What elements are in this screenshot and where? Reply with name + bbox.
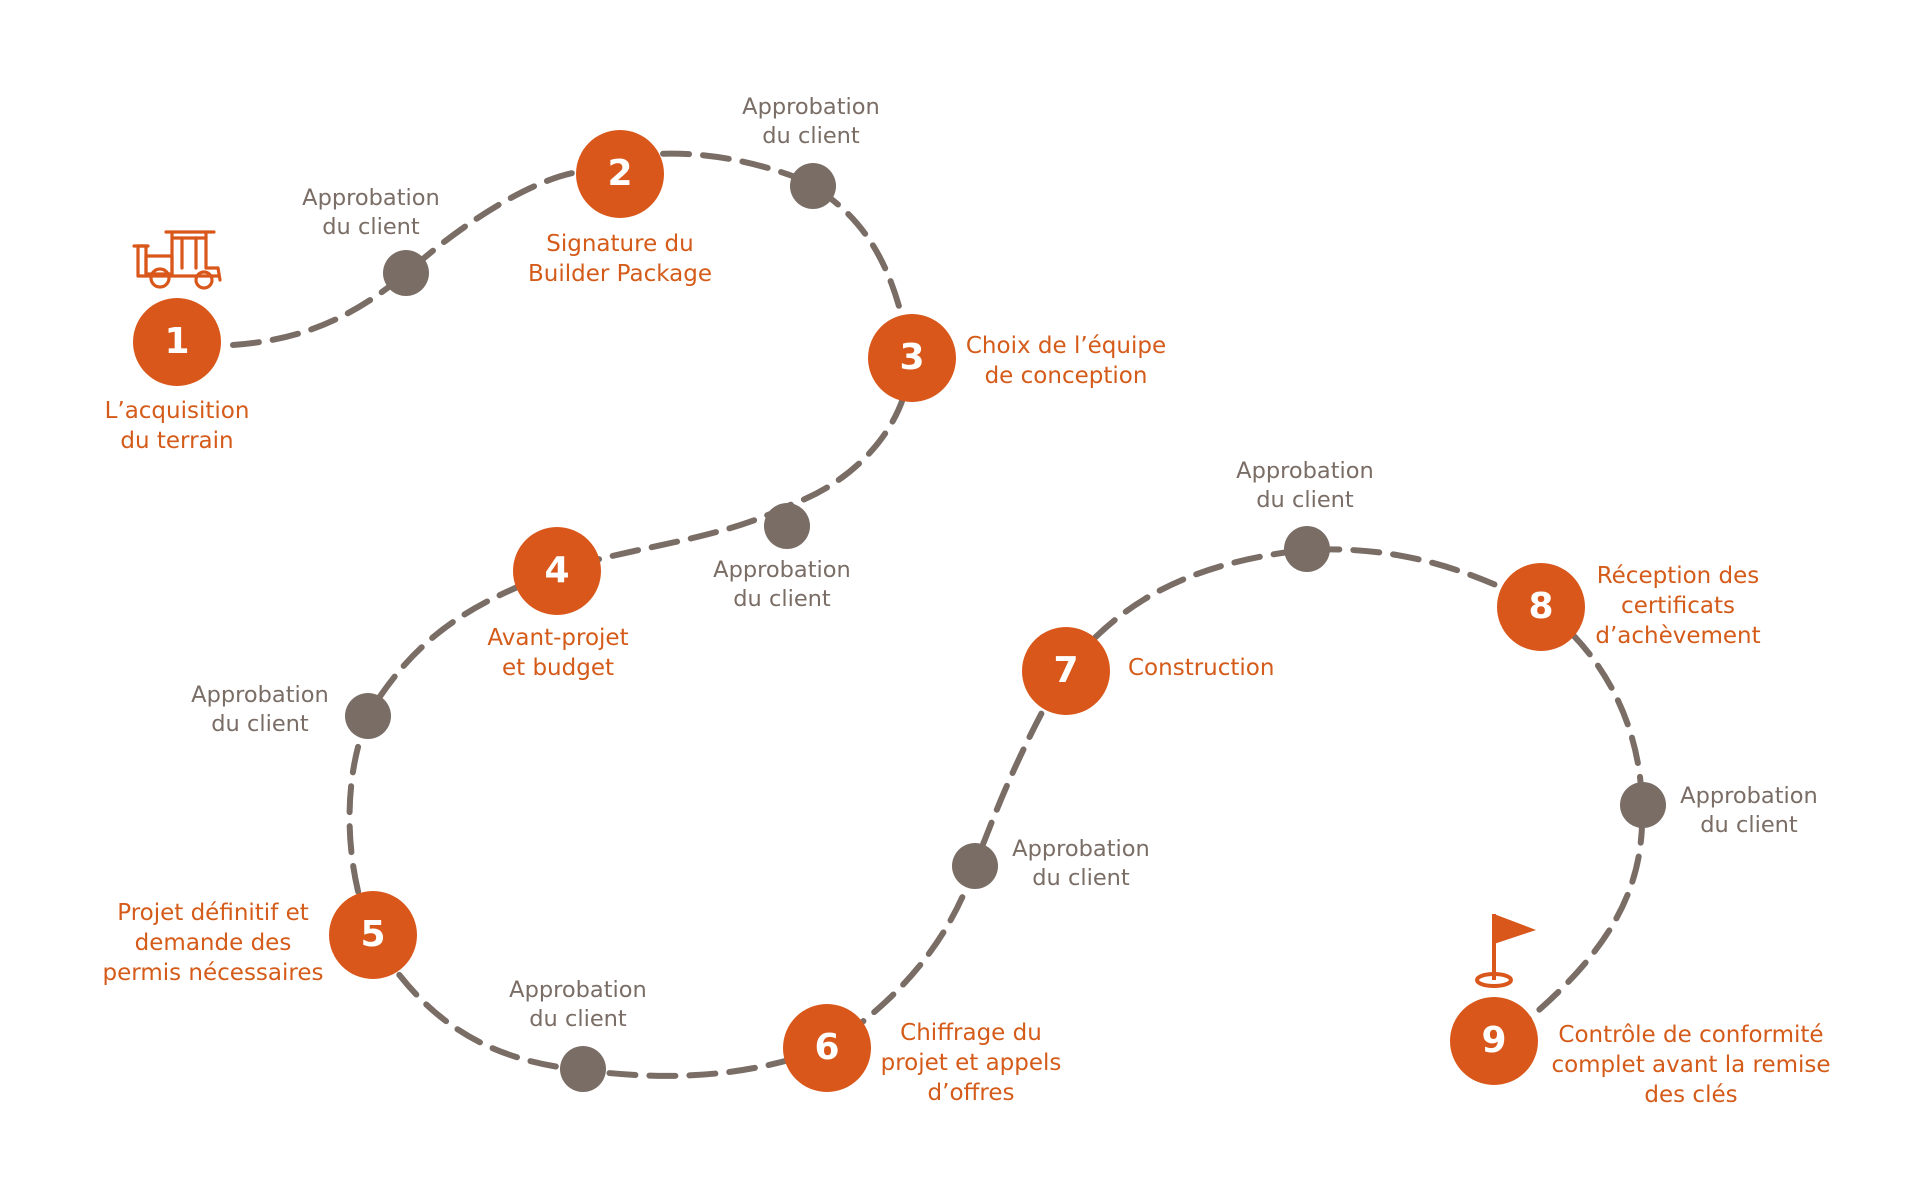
step-8-badge: 8 (1497, 563, 1585, 651)
step-7-badge: 7 (1022, 627, 1110, 715)
step-6-badge: 6 (783, 1004, 871, 1092)
approval-dot (560, 1046, 606, 1092)
step-3-badge: 3 (868, 314, 956, 402)
step-5-badge: 5 (329, 891, 417, 979)
tractor-icon (132, 230, 222, 290)
step-7-label: Construction (1128, 655, 1275, 681)
step-1-badge: 1 (133, 298, 221, 386)
approval-dot (790, 163, 836, 209)
step-2-badge: 2 (576, 130, 664, 218)
approval-dot (764, 503, 810, 549)
approval-dot (1620, 782, 1666, 828)
approval-dot (952, 843, 998, 889)
approval-dot (383, 250, 429, 296)
approval-dot (1284, 526, 1330, 572)
approval-dot (345, 693, 391, 739)
dashed-route (230, 150, 1646, 1079)
step-4-badge: 4 (513, 527, 601, 615)
golf-flag-icon (1475, 914, 1536, 988)
step-9-badge: 9 (1450, 997, 1538, 1085)
